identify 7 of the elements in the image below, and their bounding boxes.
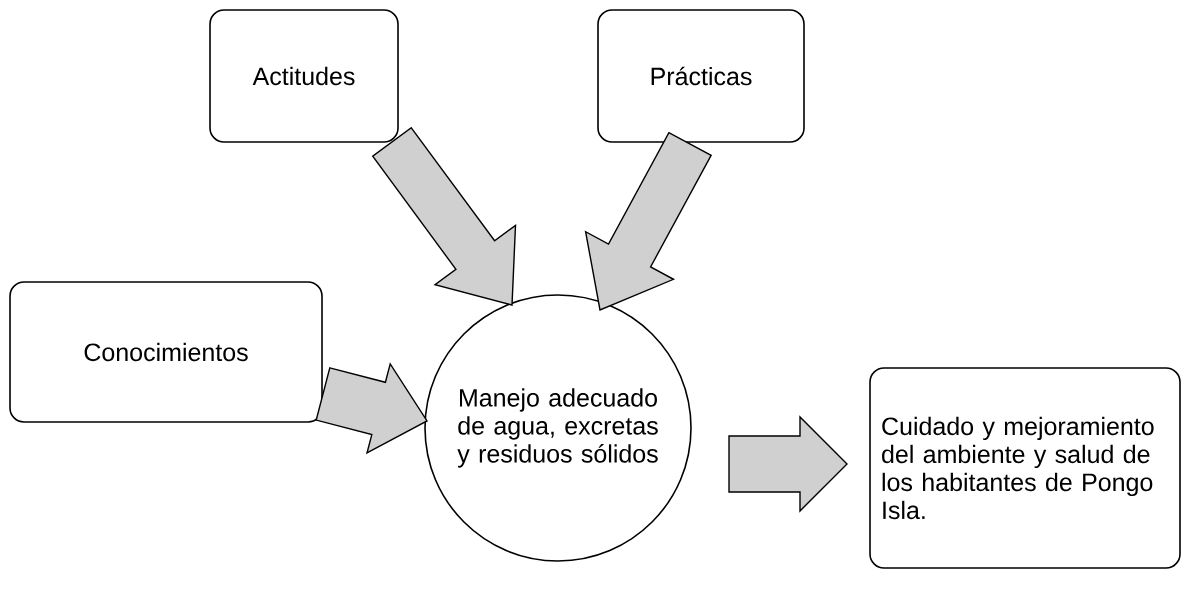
circle-node: Manejo adecuado de agua, excretas y residuos sólidos bbox=[424, 294, 692, 562]
block-arrow bbox=[315, 362, 428, 455]
rounded-box: Conocimientos bbox=[9, 281, 323, 423]
block-arrow bbox=[728, 415, 848, 513]
rounded-box: Prácticas bbox=[597, 9, 805, 143]
rounded-box: Actitudes bbox=[209, 9, 399, 143]
rounded-box: Cuidado y mejoramiento del ambiente y salud de los habitantes de Pongo Isla. bbox=[869, 367, 1181, 569]
